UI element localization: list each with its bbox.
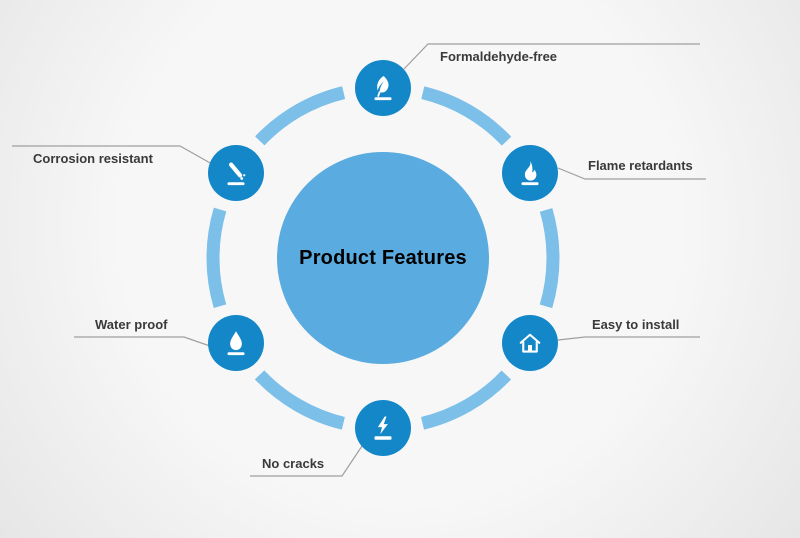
leader-line-flame-retardants	[557, 167, 706, 180]
leader-line-formaldehyde-free	[403, 43, 700, 70]
feature-node-flame-retardants	[502, 145, 558, 201]
test-tube-icon	[227, 162, 246, 186]
diagram-title: Product Features	[299, 246, 467, 269]
feature-node-water-proof	[208, 315, 264, 371]
feature-label-flame-retardants: Flame retardants	[588, 158, 693, 173]
feature-label-easy-to-install: Easy to install	[592, 317, 680, 332]
leader-line-water-proof	[74, 336, 211, 347]
leader-line-no-cracks	[250, 445, 363, 477]
leader-line-easy-to-install	[557, 336, 700, 341]
water-drop-icon	[227, 331, 245, 356]
feature-node-easy-to-install	[502, 315, 558, 371]
lightning-panel-icon	[374, 416, 392, 440]
feature-node-corrosion-resistant	[208, 145, 264, 201]
feature-ring	[206, 81, 560, 435]
feature-node-formaldehyde-free	[355, 60, 411, 116]
feature-label-no-cracks: No cracks	[262, 456, 325, 471]
center-circle: Product Features	[277, 152, 489, 364]
leader-line-corrosion-resistant	[12, 145, 213, 165]
feature-label-water-proof: Water proof	[95, 317, 168, 332]
leaf-icon	[374, 76, 392, 101]
feature-label-corrosion-resistant: Corrosion resistant	[33, 151, 153, 166]
feature-node-no-cracks	[355, 400, 411, 456]
flame-icon	[521, 161, 539, 186]
feature-label-formaldehyde-free: Formaldehyde-free	[440, 49, 558, 64]
house-icon	[519, 333, 541, 353]
